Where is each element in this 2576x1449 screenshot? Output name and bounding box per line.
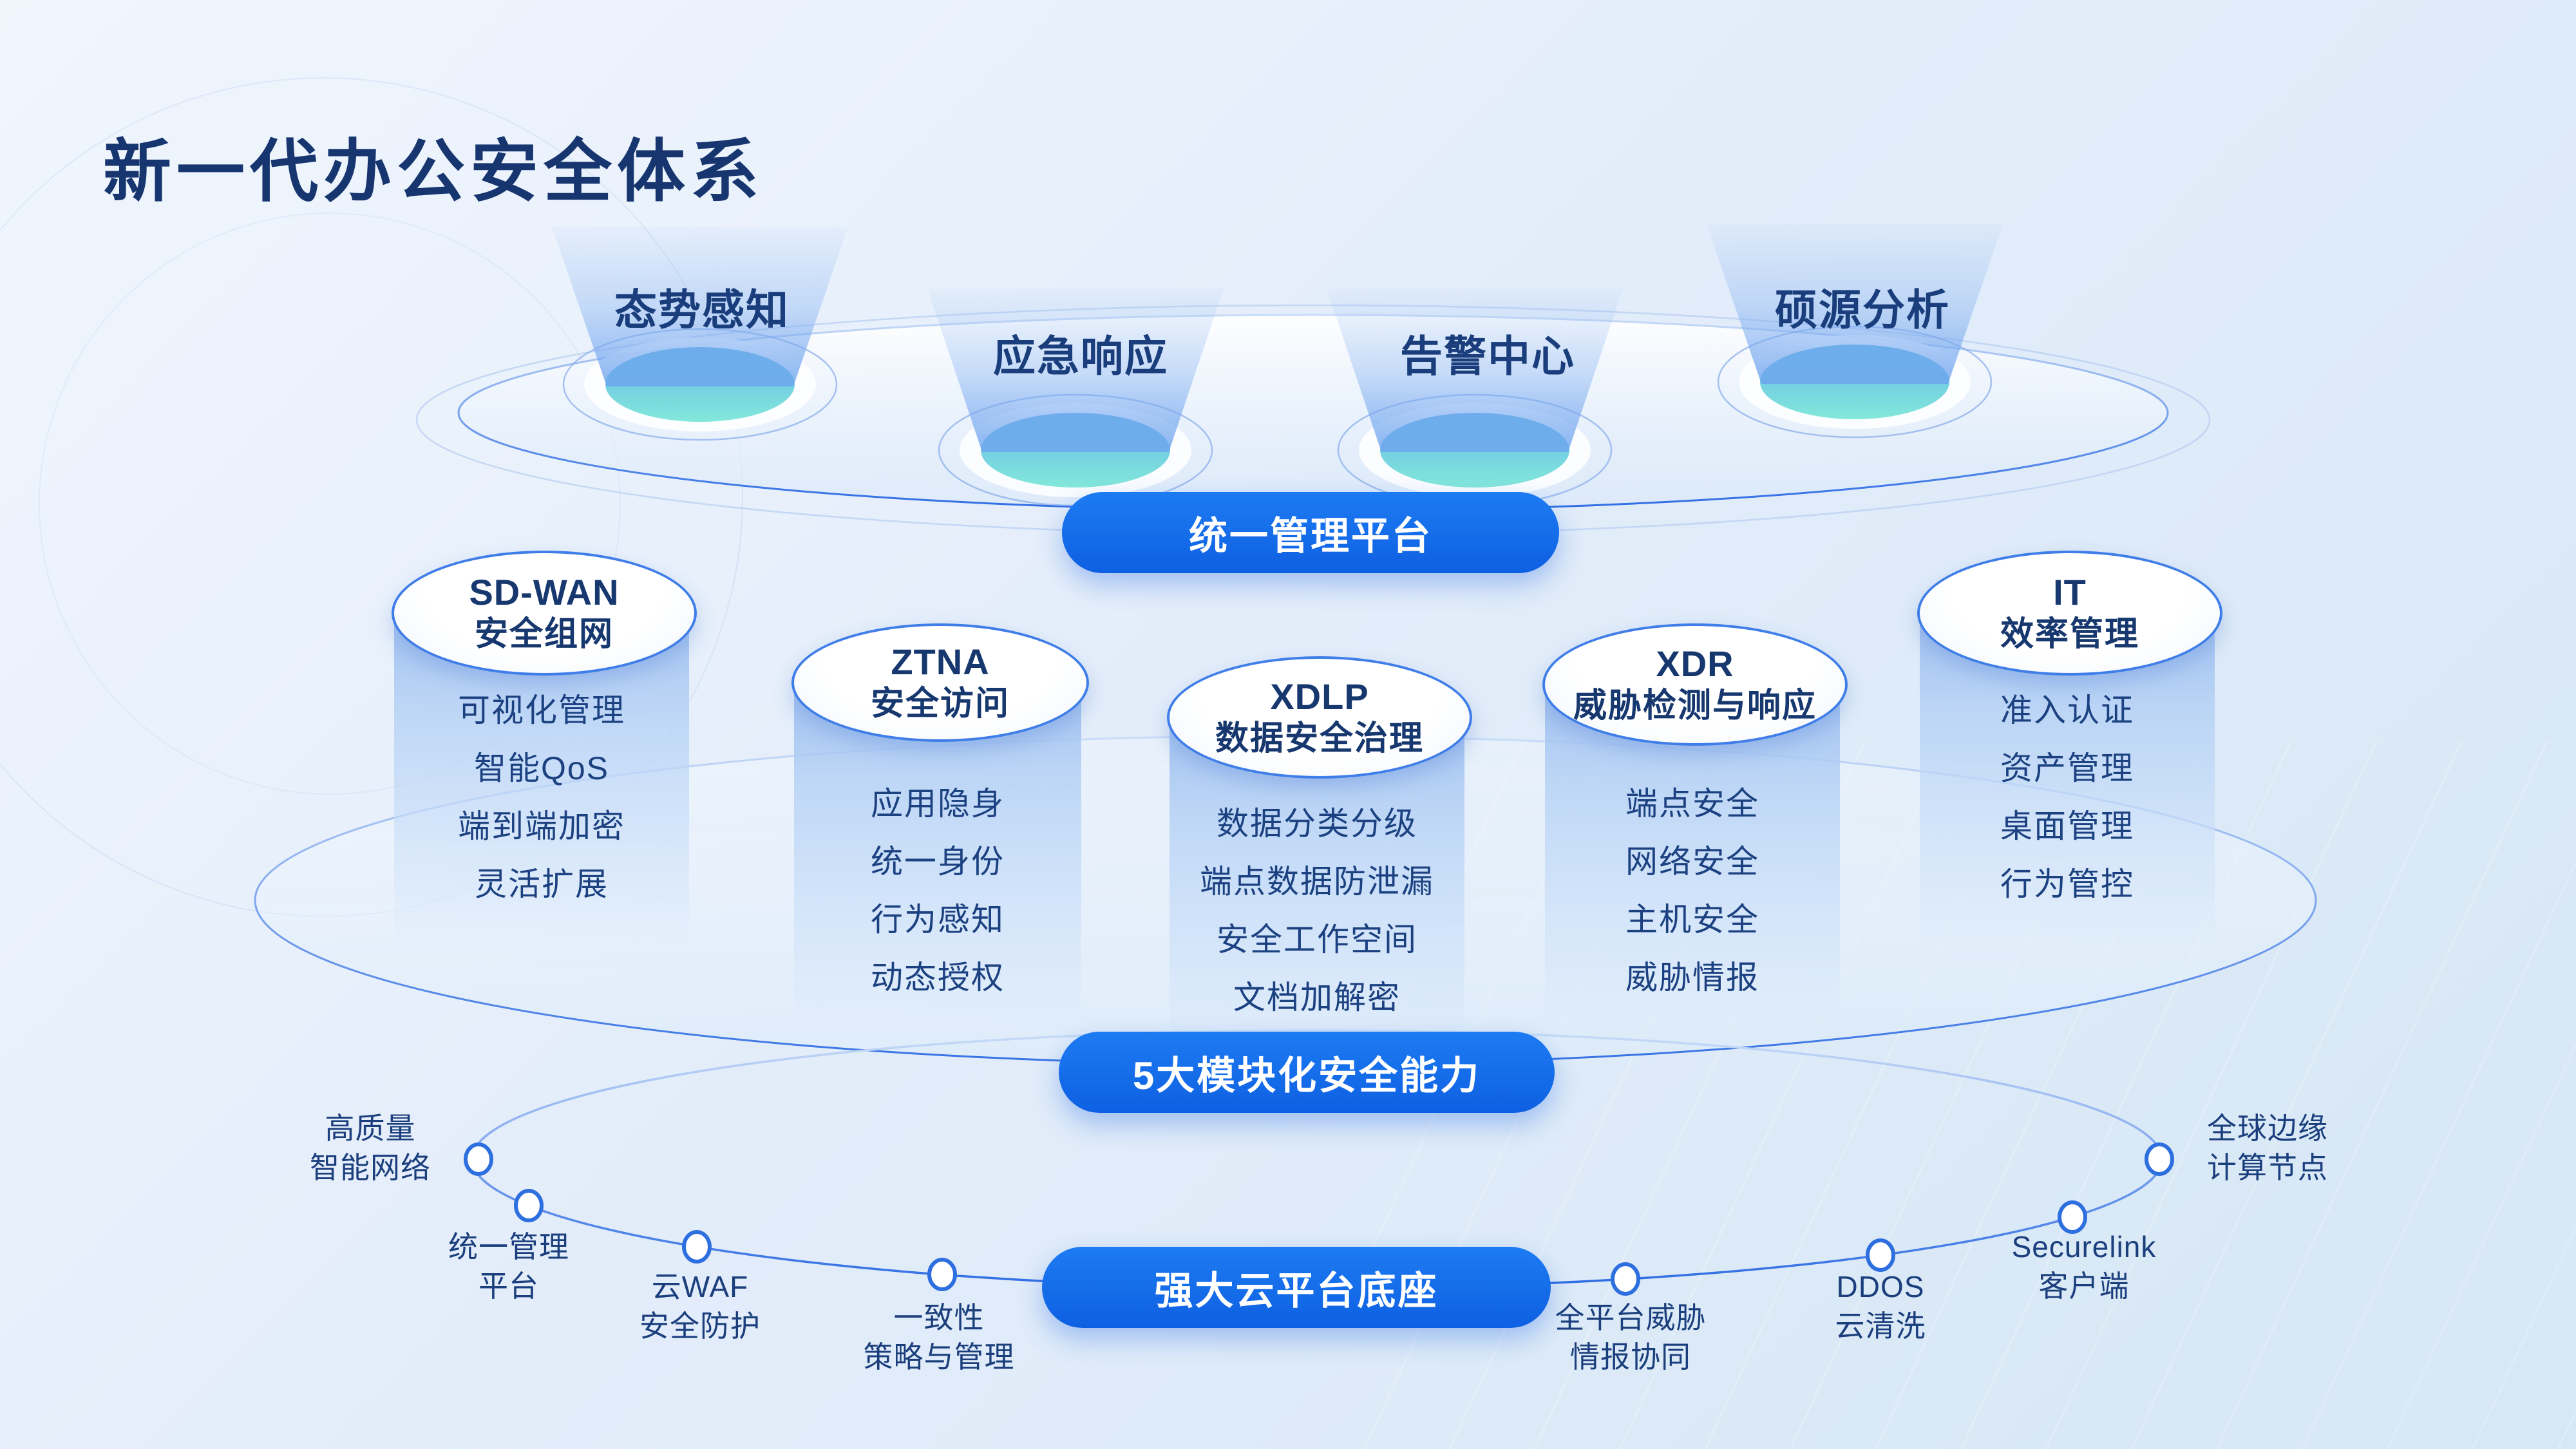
cloud-node-unified-management: 统一管理 平台 — [448, 1227, 569, 1306]
cylinder-cap-xdlp: XDLP 数据安全治理 — [1167, 656, 1472, 779]
capability-item: 统一身份 — [871, 844, 1005, 880]
cylinder-items-ztna: 应用隐身 统一身份 行为感知 动态授权 — [791, 781, 1084, 1013]
funnel-label-emergency-response: 应急响应 — [993, 332, 1168, 380]
cylinder-cap-sdwan: SD-WAN 安全组网 — [392, 551, 697, 676]
capability-item: 安全工作空间 — [1217, 922, 1417, 958]
capability-item: 智能QoS — [473, 750, 610, 786]
cylinder-title: XDR — [1656, 643, 1734, 684]
cloud-node-ddos-scrubbing: DDOS 云清洗 — [1835, 1267, 1926, 1346]
cloud-node-smart-network: 高质量 智能网络 — [310, 1109, 431, 1188]
cloud-node-line: DDOS — [1836, 1270, 1925, 1303]
capability-item: 数据分类分级 — [1217, 806, 1417, 842]
capability-item: 可视化管理 — [458, 692, 625, 728]
cylinder-title: SD-WAN — [469, 572, 620, 612]
cloud-node-line: Securelink — [2011, 1230, 2157, 1264]
ring-dot-7 — [2058, 1200, 2087, 1234]
cloud-node-securelink-client: Securelink 客户端 — [2012, 1227, 2157, 1306]
page-title: 新一代办公安全体系 — [103, 134, 764, 210]
cloud-node-line: 客户端 — [2038, 1269, 2130, 1303]
cloud-node-line: 高质量 — [325, 1112, 416, 1145]
capability-item: 网络安全 — [1625, 844, 1759, 880]
capability-item: 威胁情报 — [1625, 960, 1759, 996]
capability-item: 端到端加密 — [458, 808, 625, 844]
cloud-node-edge-computing: 全球边缘 计算节点 — [2207, 1109, 2328, 1188]
ring-dot-5 — [1611, 1262, 1640, 1296]
capability-item: 行为管控 — [2000, 866, 2134, 902]
capability-item: 灵活扩展 — [475, 866, 609, 902]
cloud-node-line: 计算节点 — [2207, 1151, 2328, 1184]
cloud-node-line: 情报协同 — [1570, 1340, 1691, 1374]
cylinder-items-xdlp: 数据分类分级 端点数据防泄漏 安全工作空间 文档加解密 — [1167, 801, 1467, 1033]
cylinder-title: ZTNA — [891, 641, 990, 682]
capability-item: 行为感知 — [871, 902, 1005, 938]
cylinder-title: IT — [2053, 572, 2087, 612]
ring-dot-1 — [464, 1142, 493, 1176]
funnel-beam-4 — [1707, 224, 2003, 384]
cloud-node-line: 策略与管理 — [863, 1340, 1015, 1374]
capability-item: 端点安全 — [1625, 786, 1759, 822]
cylinder-subtitle: 效率管理 — [2000, 616, 2139, 653]
capability-item: 应用隐身 — [871, 786, 1005, 822]
funnel-label-situational-awareness: 态势感知 — [614, 286, 790, 334]
cloud-node-cloud-waf: 云WAF 安全防护 — [639, 1267, 761, 1346]
cylinder-cap-xdr: XDR 威胁检测与响应 — [1542, 623, 1848, 746]
cloud-node-consistent-policy: 一致性 策略与管理 — [864, 1298, 1015, 1377]
cylinder-cap-ztna: ZTNA 安全访问 — [791, 623, 1089, 742]
funnel-label-alert-center: 告警中心 — [1400, 332, 1575, 380]
ring-dot-3 — [682, 1230, 712, 1264]
modular-capabilities-pill: 5大模块化安全能力 — [1059, 1032, 1555, 1113]
capability-item: 主机安全 — [1625, 902, 1759, 938]
ring-dot-4 — [927, 1258, 957, 1291]
funnel-beam-3 — [1327, 289, 1623, 452]
capability-item: 桌面管理 — [2000, 808, 2134, 844]
cylinder-subtitle: 数据安全治理 — [1215, 720, 1424, 757]
cloud-node-line: 云清洗 — [1835, 1309, 1926, 1343]
cloud-node-line: 全球边缘 — [2207, 1112, 2328, 1145]
cylinder-items-it: 准入认证 资产管理 桌面管理 行为管控 — [1917, 688, 2217, 920]
cylinder-subtitle: 安全访问 — [870, 685, 1010, 723]
unified-management-pill: 统一管理平台 — [1062, 492, 1559, 573]
capability-item: 文档加解密 — [1233, 980, 1401, 1016]
cylinder-items-xdr: 端点安全 网络安全 主机安全 威胁情报 — [1542, 781, 1842, 1013]
cloud-node-line: 云WAF — [651, 1270, 749, 1303]
cloud-node-line: 一致性 — [893, 1301, 985, 1334]
cloud-node-line: 智能网络 — [310, 1151, 431, 1184]
cloud-base-pill: 强大云平台底座 — [1042, 1247, 1551, 1328]
ring-dot-2 — [514, 1189, 544, 1222]
cylinder-title: XDLP — [1270, 676, 1369, 717]
cylinder-subtitle: 安全组网 — [474, 616, 614, 653]
capability-item: 动态授权 — [871, 960, 1005, 996]
capability-item: 端点数据防泄漏 — [1200, 864, 1434, 900]
cloud-node-threat-intel-sync: 全平台威胁 情报协同 — [1555, 1298, 1707, 1377]
funnel-beam-2 — [927, 289, 1224, 452]
cloud-node-line: 平台 — [478, 1269, 539, 1303]
capability-item: 资产管理 — [2000, 750, 2134, 786]
cylinder-subtitle: 威胁检测与响应 — [1573, 687, 1817, 724]
decorative-arc — [39, 213, 621, 795]
capability-item: 准入认证 — [2000, 692, 2134, 728]
cylinder-items-sdwan: 可视化管理 智能QoS 端到端加密 灵活扩展 — [392, 688, 692, 920]
funnel-label-source-analysis: 硕源分析 — [1775, 286, 1950, 334]
funnel-beam-1 — [552, 227, 848, 386]
cloud-node-line: 安全防护 — [639, 1309, 761, 1343]
ring-dot-8 — [2145, 1142, 2174, 1176]
ring-dot-6 — [1866, 1238, 1895, 1272]
cloud-node-line: 全平台威胁 — [1555, 1301, 1707, 1334]
cylinder-cap-it: IT 效率管理 — [1917, 551, 2222, 676]
cloud-node-line: 统一管理 — [448, 1230, 569, 1264]
